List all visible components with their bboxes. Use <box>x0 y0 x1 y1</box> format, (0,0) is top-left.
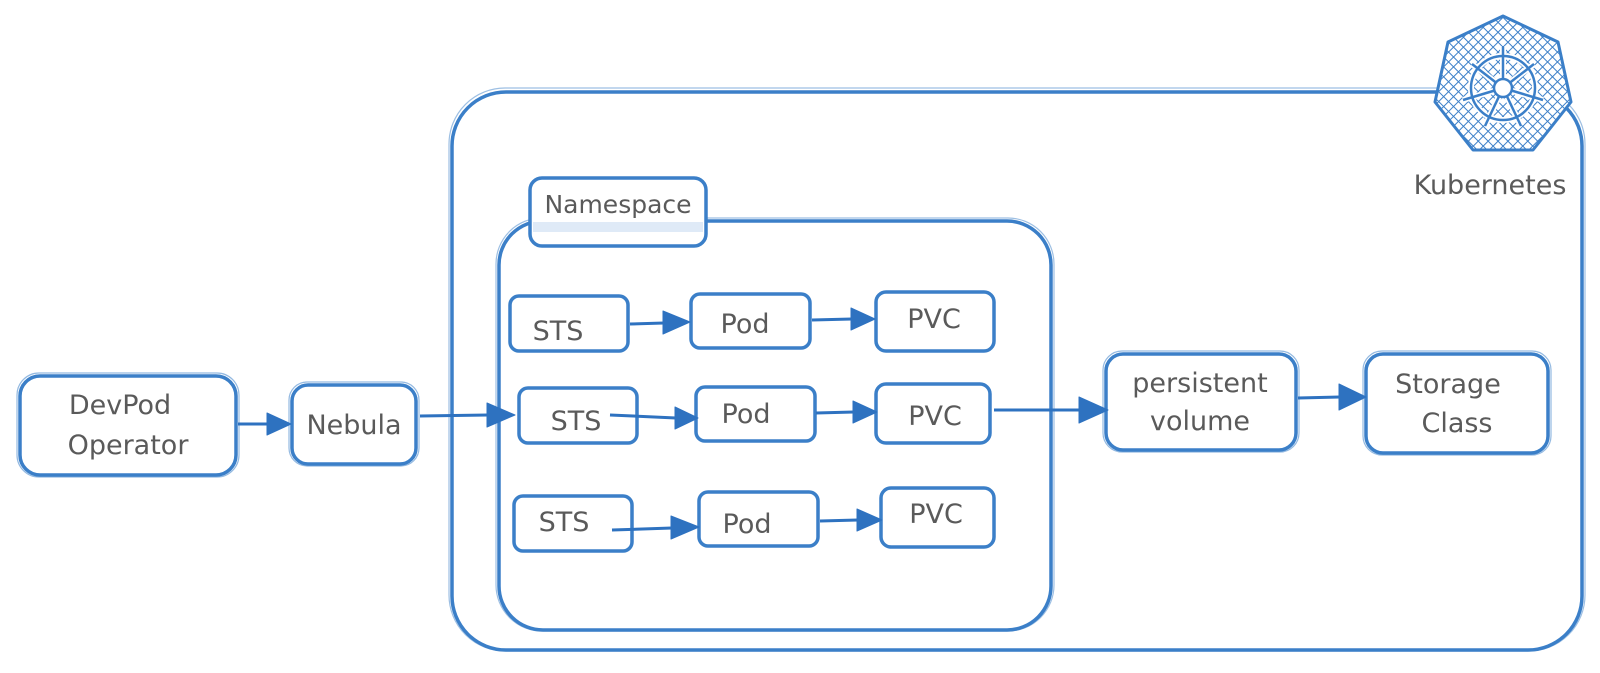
sts-node-1: STS <box>508 294 630 353</box>
pod-1-label: Pod <box>721 309 770 340</box>
pvc-3-label: PVC <box>909 499 963 530</box>
edge-sts2-to-pod2 <box>609 406 699 430</box>
edge-pod1-to-pvc1 <box>811 307 876 331</box>
kubernetes-label: Kubernetes <box>1414 170 1567 201</box>
kubernetes-icon <box>1433 14 1573 152</box>
devpod-operator-node: DevPod Operator <box>16 372 240 478</box>
edge-nebula-to-sts <box>419 402 516 428</box>
edge-devpod-to-nebula <box>238 412 292 436</box>
nebula-node: Nebula <box>288 381 420 467</box>
pod-3-label: Pod <box>723 509 772 540</box>
pod-node-2: Pod <box>694 385 817 443</box>
pvc-node-3: PVC <box>879 486 996 549</box>
edge-pvc-to-persistent-volume <box>994 396 1109 424</box>
storage-class-node: Storage Class <box>1362 350 1552 456</box>
namespace-frame <box>495 217 1055 632</box>
persistent-volume-label-line2: volume <box>1150 406 1250 437</box>
kubernetes-cluster-frame <box>448 87 1586 652</box>
pvc-1-label: PVC <box>907 304 961 335</box>
pvc-node-2: PVC <box>874 382 992 445</box>
devpod-operator-label-line1: DevPod <box>69 390 171 421</box>
edge-pod3-to-pvc3 <box>819 508 883 532</box>
sts-node-3: STS <box>512 494 634 553</box>
pod-node-1: Pod <box>689 292 812 350</box>
pod-node-3: Pod <box>697 490 820 548</box>
nebula-label: Nebula <box>306 410 401 441</box>
pvc-2-label: PVC <box>908 401 962 432</box>
namespace-label: Namespace <box>544 190 691 219</box>
namespace-tab <box>528 176 708 248</box>
sts-node-2: STS <box>517 386 639 445</box>
devpod-operator-label-line2: Operator <box>68 430 190 461</box>
pvc-node-1: PVC <box>874 290 996 353</box>
pod-2-label: Pod <box>722 399 771 430</box>
storage-class-label-line2: Class <box>1421 408 1492 439</box>
edge-pod2-to-pvc2 <box>815 400 878 424</box>
persistent-volume-label-line1: persistent <box>1132 368 1267 399</box>
edge-persistent-volume-to-storage-class <box>1297 383 1367 411</box>
sts-2-label: STS <box>551 406 602 437</box>
sts-3-label: STS <box>539 507 590 538</box>
edge-sts3-to-pod3 <box>611 515 700 540</box>
sts-1-label: STS <box>533 316 584 347</box>
edge-sts1-to-pod1 <box>629 310 691 335</box>
storage-class-label-line1: Storage <box>1395 369 1501 400</box>
persistent-volume-node: persistent volume <box>1102 350 1300 453</box>
